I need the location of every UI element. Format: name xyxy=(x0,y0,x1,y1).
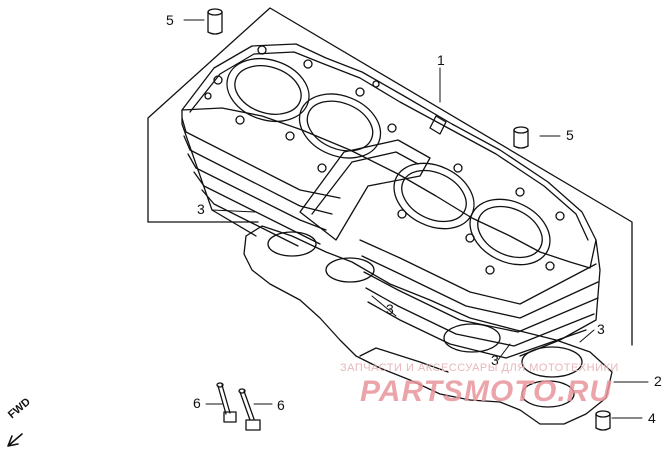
dowel-pin-bottom xyxy=(595,410,611,431)
bolt-right xyxy=(238,388,261,431)
o-ring-5 xyxy=(521,380,575,408)
o-ring-4 xyxy=(521,346,583,378)
base-gasket xyxy=(243,225,613,425)
deck-inner-edge xyxy=(189,51,589,241)
callout-6-right: 6 xyxy=(277,397,285,413)
callout-3-left: 3 xyxy=(197,201,205,217)
o-ring-2 xyxy=(325,257,375,283)
o-ring-3 xyxy=(443,323,501,353)
leader-lines xyxy=(183,19,649,419)
bore-4 xyxy=(469,198,551,266)
bore-1-inner xyxy=(234,65,302,115)
callout-3-right: 3 xyxy=(597,321,605,337)
callout-5-top-left: 5 xyxy=(166,12,174,28)
block-right-side xyxy=(519,239,601,357)
o-ring-1 xyxy=(267,231,317,257)
tunnel-guide xyxy=(429,115,447,135)
bolt-left xyxy=(216,382,237,423)
dowel-pin-top-right xyxy=(513,126,529,149)
watermark-logo: PARTSMOTO.RU xyxy=(360,375,613,408)
cylinder-top-deck xyxy=(181,43,597,269)
gasket-flange xyxy=(359,347,449,373)
block-left-side xyxy=(181,109,257,237)
callout-6-left: 6 xyxy=(193,395,201,411)
bore-4-inner xyxy=(477,205,543,259)
fwd-arrow-icon xyxy=(7,433,23,447)
callout-1: 1 xyxy=(437,52,445,68)
cam-chain-tunnel xyxy=(299,139,431,241)
bore-2-inner xyxy=(306,100,374,152)
cooling-fins xyxy=(181,117,599,359)
callout-5-right: 5 xyxy=(566,127,574,143)
tunnel-inner xyxy=(311,151,419,215)
assembly-bracket xyxy=(147,7,633,346)
dowel-pin-top-left xyxy=(207,8,223,35)
watermark-tagline: ЗАПЧАСТИ И АКСЕССУАРЫ ДЛЯ МОТОТЕХНИКИ xyxy=(340,362,619,374)
stud-holes xyxy=(204,45,565,275)
bore-1 xyxy=(226,58,310,122)
bore-3-inner xyxy=(401,169,467,223)
callout-2: 2 xyxy=(654,373,662,389)
callout-4: 4 xyxy=(648,410,656,426)
callout-3-bottom: 3 xyxy=(491,352,499,368)
callout-3-center: 3 xyxy=(386,301,394,317)
bore-2 xyxy=(298,93,382,159)
